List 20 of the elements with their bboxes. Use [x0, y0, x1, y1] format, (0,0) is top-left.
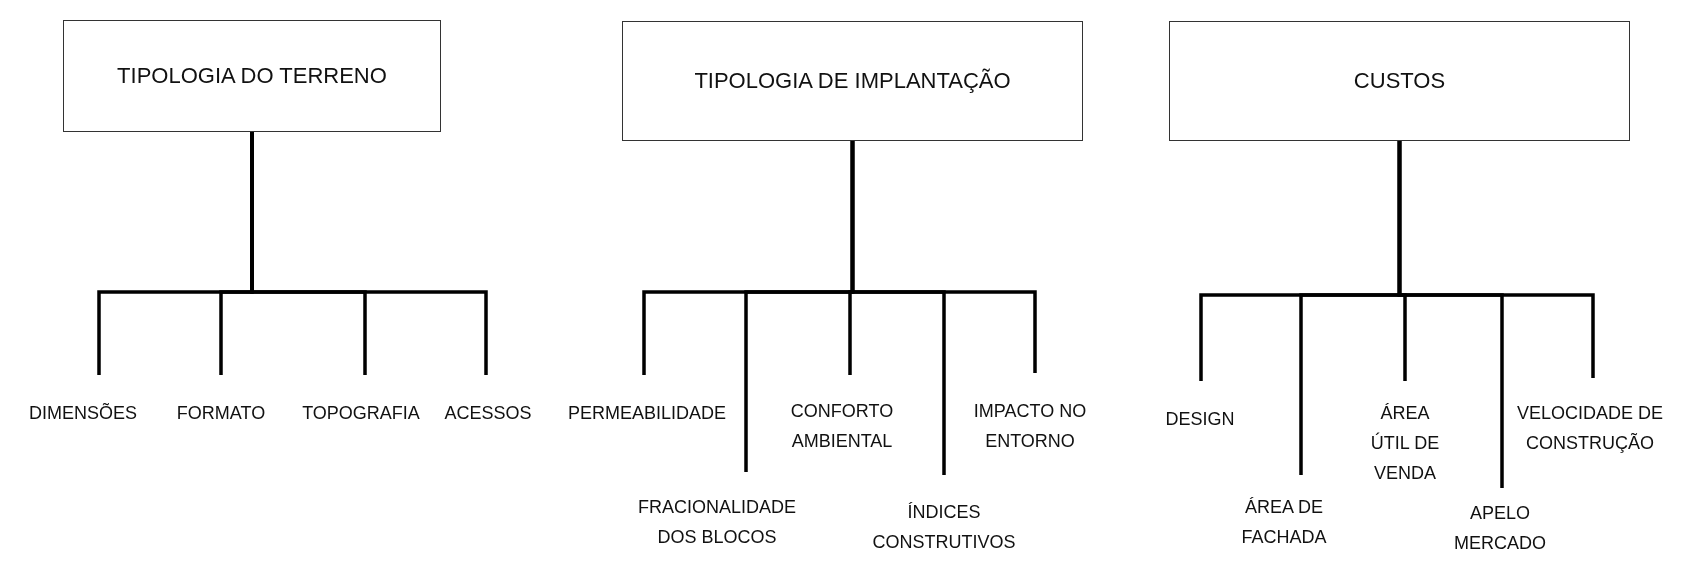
subcategory-label: FRACIONALIDADE DOS BLOCOS	[632, 472, 802, 552]
subcategory-label: DESIGN	[1165, 381, 1235, 434]
subcategory-label: ÍNDICES CONSTRUTIVOS	[869, 475, 1019, 557]
connector-line	[850, 141, 1037, 373]
subcategory-label: ACESSOS	[444, 375, 532, 428]
subcategory-label: PERMEABILIDADE	[568, 375, 726, 428]
category-box: TIPOLOGIA DO TERRENO	[63, 20, 441, 132]
subcategory-label: TOPOGRAFIA	[302, 375, 420, 428]
connector-line	[250, 132, 488, 375]
connector-line	[1397, 141, 1595, 378]
category-box: CUSTOS	[1169, 21, 1630, 141]
subcategory-label: DIMENSÕES	[29, 375, 137, 428]
subcategory-label: IMPACTO NO ENTORNO	[965, 373, 1095, 456]
subcategory-label: ÁREA ÚTIL DE VENDA	[1367, 381, 1443, 488]
subcategory-label: VELOCIDADE DE CONSTRUÇÃO	[1515, 378, 1665, 458]
subcategory-label: FORMATO	[176, 375, 266, 428]
subcategory-label: CONFORTO AMBIENTAL	[777, 375, 907, 456]
category-box: TIPOLOGIA DE IMPLANTAÇÃO	[622, 21, 1083, 141]
subcategory-label: APELO MERCADO	[1445, 488, 1555, 558]
subcategory-label: ÁREA DE FACHADA	[1229, 475, 1339, 552]
